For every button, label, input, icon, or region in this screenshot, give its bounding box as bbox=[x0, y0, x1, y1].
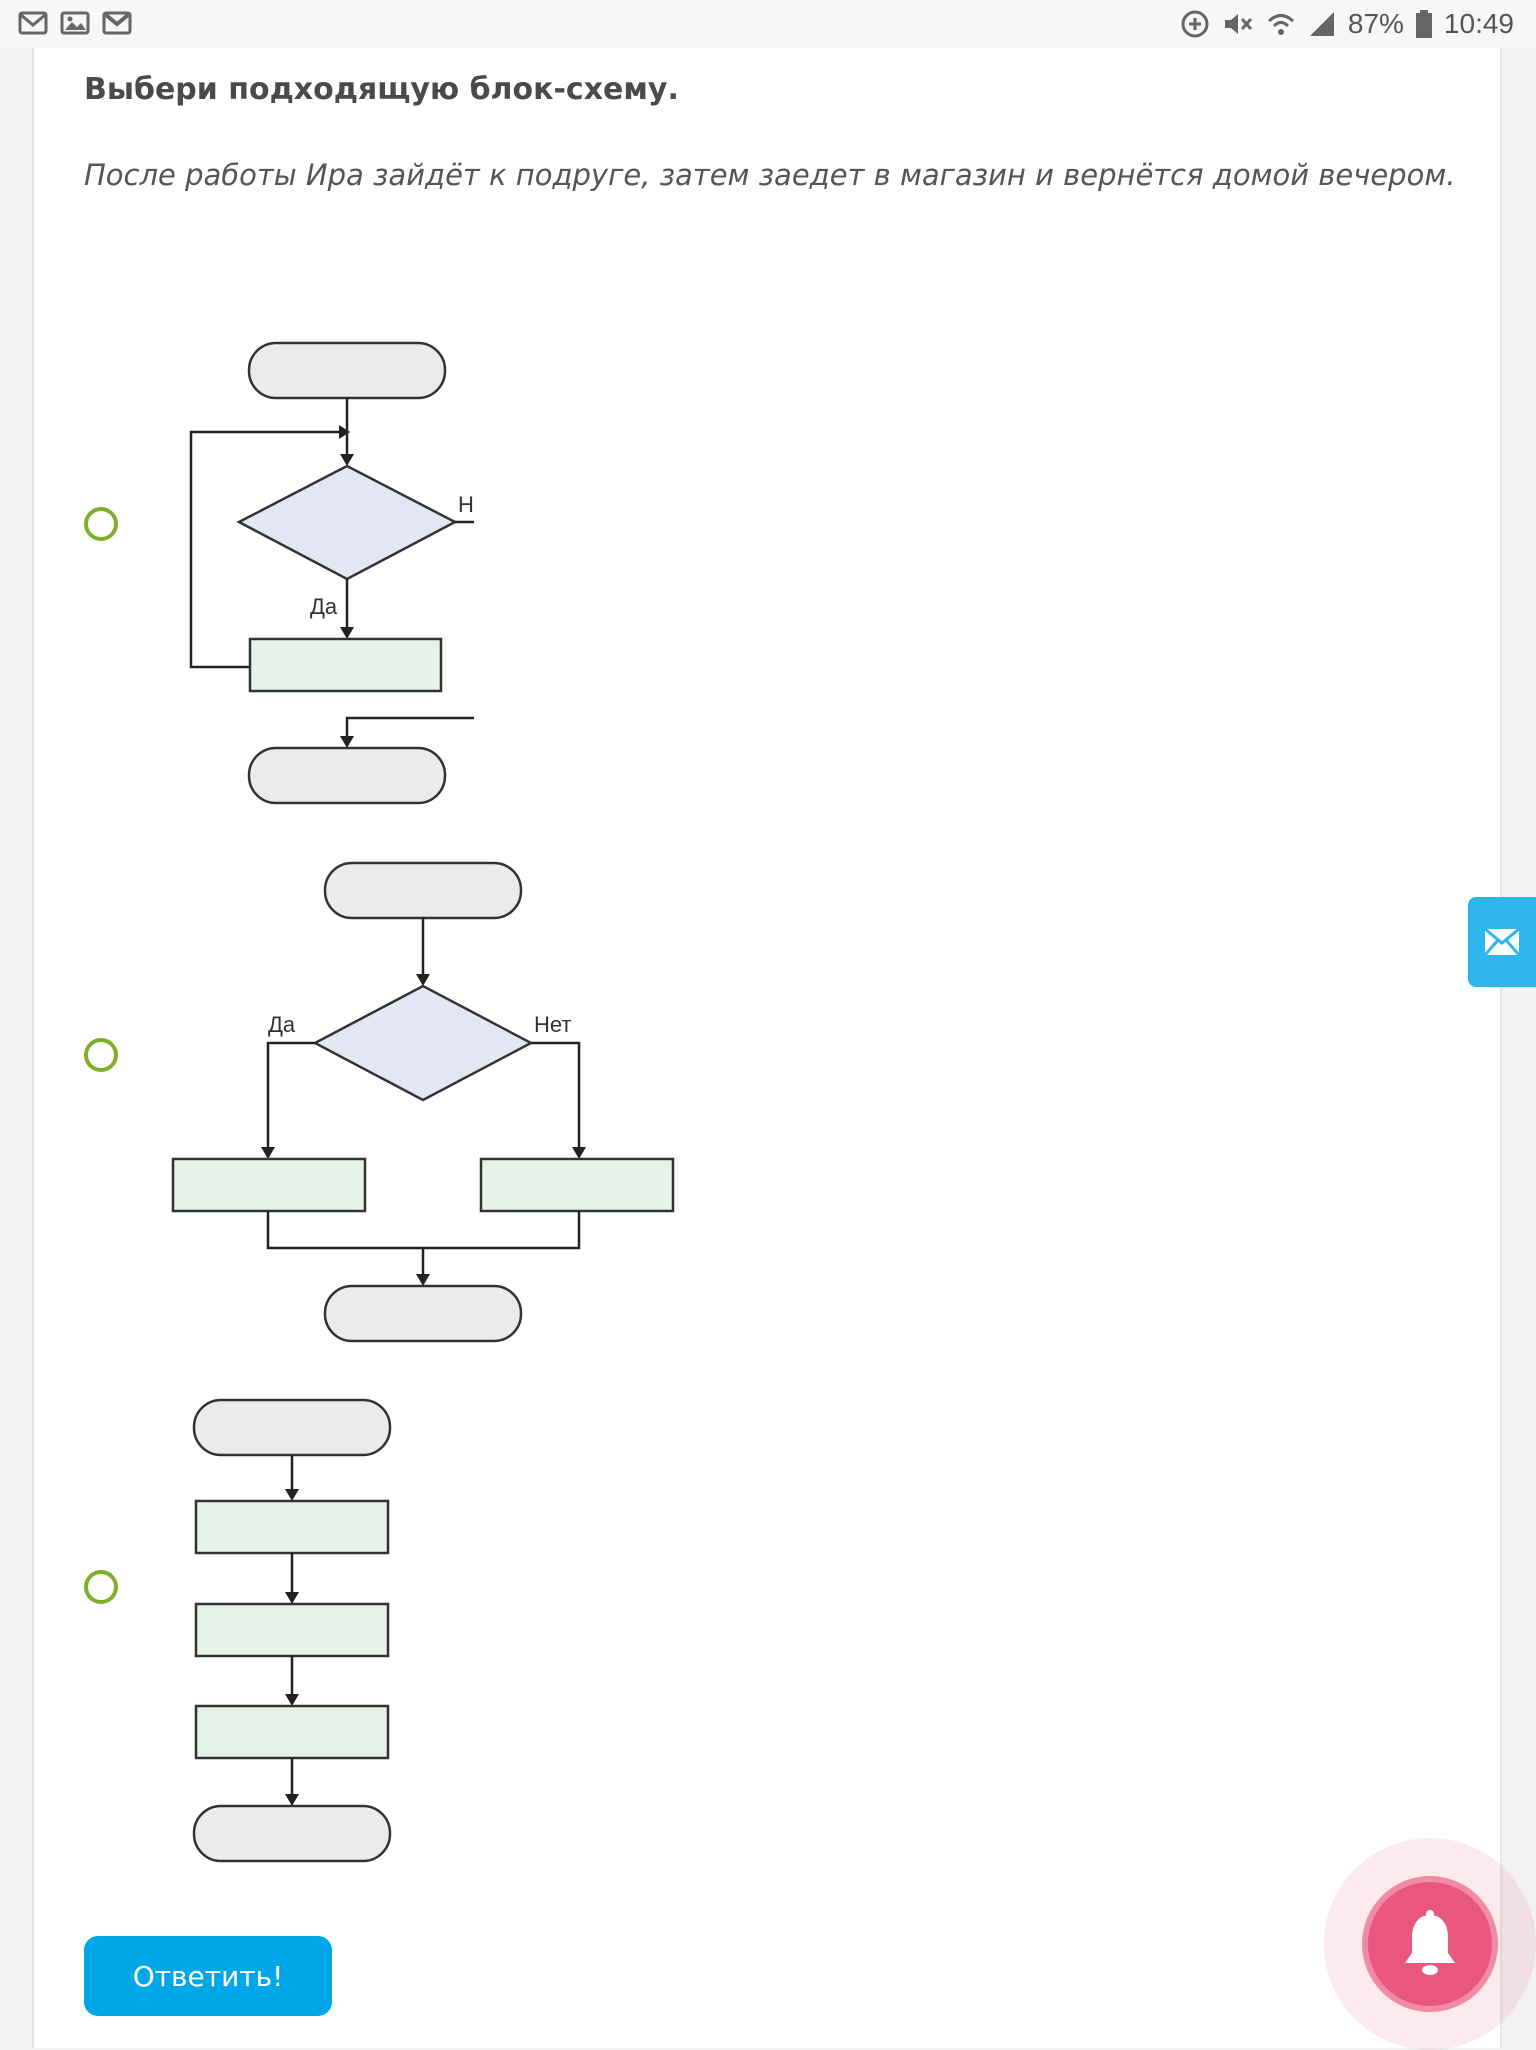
option-1-radio[interactable] bbox=[84, 507, 118, 541]
question-card: Выбери подходящую блок-схему. После рабо… bbox=[32, 48, 1502, 2048]
arrowhead bbox=[572, 1147, 586, 1159]
option-3-radio[interactable] bbox=[84, 1570, 118, 1604]
end-terminator bbox=[192, 1804, 392, 1863]
loop-back-line bbox=[189, 430, 339, 669]
mute-icon bbox=[1224, 14, 1252, 34]
signal-icon bbox=[1309, 12, 1334, 36]
envelope-icon bbox=[1484, 928, 1520, 956]
no-branch-line bbox=[531, 1041, 581, 1147]
process-block-3 bbox=[194, 1704, 390, 1760]
clock: 10:49 bbox=[1443, 8, 1514, 39]
wifi-icon bbox=[1267, 14, 1294, 35]
start-terminator bbox=[247, 341, 447, 400]
mail-icon bbox=[18, 11, 48, 35]
status-bar: 87% 10:49 bbox=[0, 0, 1536, 48]
yes-branch-line bbox=[266, 1041, 315, 1147]
yes-label: Да bbox=[310, 594, 338, 619]
arrowhead bbox=[285, 1489, 299, 1501]
arrowhead bbox=[285, 1694, 299, 1706]
arrowhead bbox=[339, 425, 350, 439]
bell-icon bbox=[1405, 1910, 1455, 1975]
gmail-icon bbox=[102, 11, 132, 35]
start-terminator bbox=[192, 1398, 392, 1457]
option-2-flowchart: Да Нет bbox=[171, 861, 675, 1343]
question-title: Выбери подходящую блок-схему. bbox=[84, 72, 679, 107]
decision-diamond bbox=[236, 464, 458, 581]
arrowhead bbox=[261, 1147, 275, 1159]
process-block bbox=[248, 637, 443, 693]
arrowhead bbox=[285, 1794, 299, 1806]
decision-diamond bbox=[312, 984, 534, 1102]
no-label: Нет bbox=[458, 492, 474, 517]
arrowhead bbox=[340, 627, 354, 639]
arrowhead bbox=[416, 1274, 430, 1286]
process-block-no bbox=[479, 1157, 675, 1213]
battery-percent: 87% bbox=[1347, 8, 1404, 39]
no-label: Нет bbox=[534, 1012, 571, 1037]
process-block-1 bbox=[194, 1499, 390, 1555]
option-3-flowchart bbox=[192, 1398, 392, 1863]
process-block-2 bbox=[194, 1602, 390, 1658]
arrowhead bbox=[340, 736, 354, 748]
image-icon bbox=[60, 11, 90, 35]
submit-button[interactable]: Ответить! bbox=[84, 1936, 332, 2016]
end-terminator bbox=[323, 1284, 523, 1343]
arrowhead bbox=[285, 1592, 299, 1604]
arrowhead bbox=[340, 454, 354, 466]
no-branch-line bbox=[345, 520, 474, 736]
battery-icon bbox=[1415, 10, 1432, 38]
status-right-icons: 87% 10:49 bbox=[1180, 6, 1514, 42]
end-terminator bbox=[247, 746, 447, 805]
data-saver-icon bbox=[1181, 10, 1209, 38]
question-text: После работы Ира зайдёт к подруге, затем… bbox=[84, 158, 1456, 192]
process-block-yes bbox=[171, 1157, 367, 1213]
status-left-icons bbox=[18, 10, 132, 36]
option-1-flowchart: Нет Да bbox=[189, 341, 474, 805]
arrowhead bbox=[416, 974, 430, 986]
yes-label: Да bbox=[268, 1012, 296, 1037]
merge-line bbox=[266, 1211, 581, 1250]
start-terminator bbox=[323, 861, 523, 920]
feedback-mail-tab[interactable] bbox=[1468, 897, 1536, 987]
notifications-button[interactable] bbox=[1362, 1876, 1498, 2012]
option-2-radio[interactable] bbox=[84, 1038, 118, 1072]
